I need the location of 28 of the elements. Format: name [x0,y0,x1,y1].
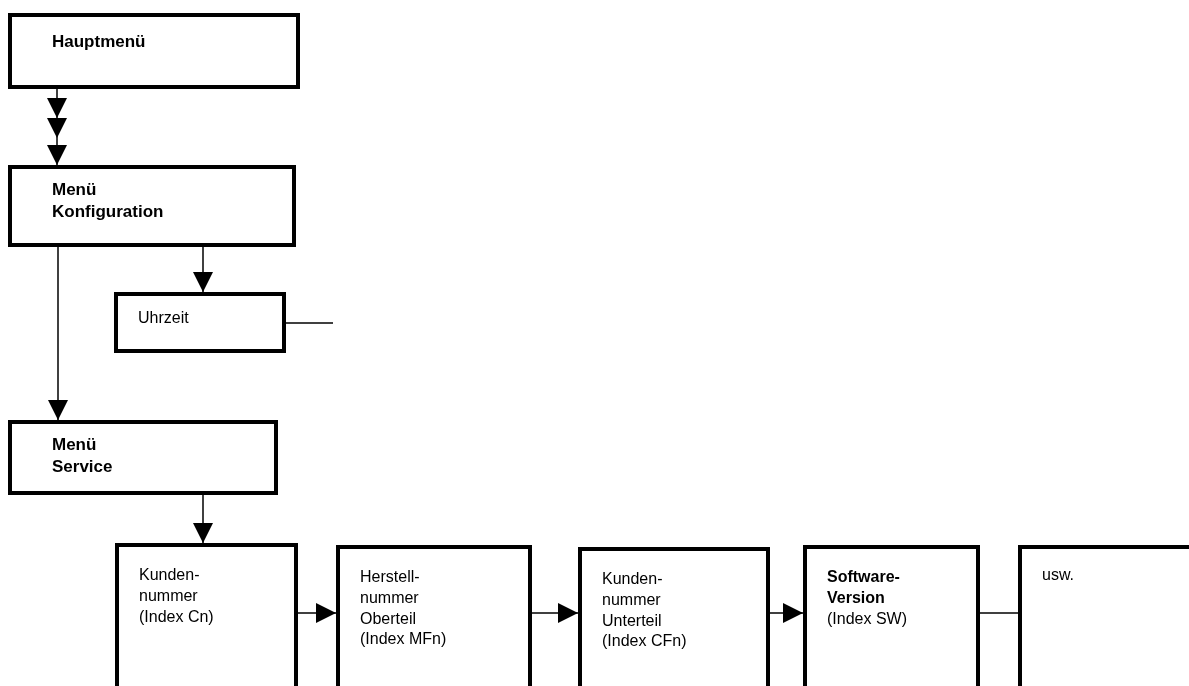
arrow [48,246,68,421]
arrow [531,603,579,623]
box-heading: Menü Service [52,434,113,479]
box-label: Uhrzeit [138,308,189,328]
box-heading: Menü Konfiguration [52,179,164,224]
box-label: Kunden- nummer (Index Cn) [139,565,215,627]
menu-item-box [336,545,532,686]
menu-item-box [803,545,980,686]
menu-item-box [115,543,298,686]
menu-item-box [578,547,770,686]
menu-box [8,13,300,89]
menu-box [114,292,286,353]
arrow [193,246,213,293]
arrow [297,603,337,623]
box-heading: Software- Version [827,567,901,608]
arrow [193,494,213,544]
arrow [47,88,67,166]
connector-line [979,612,1019,614]
box-label: Kunden- nummer Unterteil (Index CFn) [602,569,688,652]
menu-box [8,420,278,495]
box-label: usw. [1042,565,1074,585]
arrow [769,603,804,623]
menu-item-box [1018,545,1189,686]
connector-line [285,322,334,324]
box-heading: Hauptmenü [52,31,146,53]
box-label: Herstell- nummer Oberteil (Index MFn) [360,567,448,650]
menu-box [8,165,296,247]
box-label: (Index SW) [827,608,908,629]
